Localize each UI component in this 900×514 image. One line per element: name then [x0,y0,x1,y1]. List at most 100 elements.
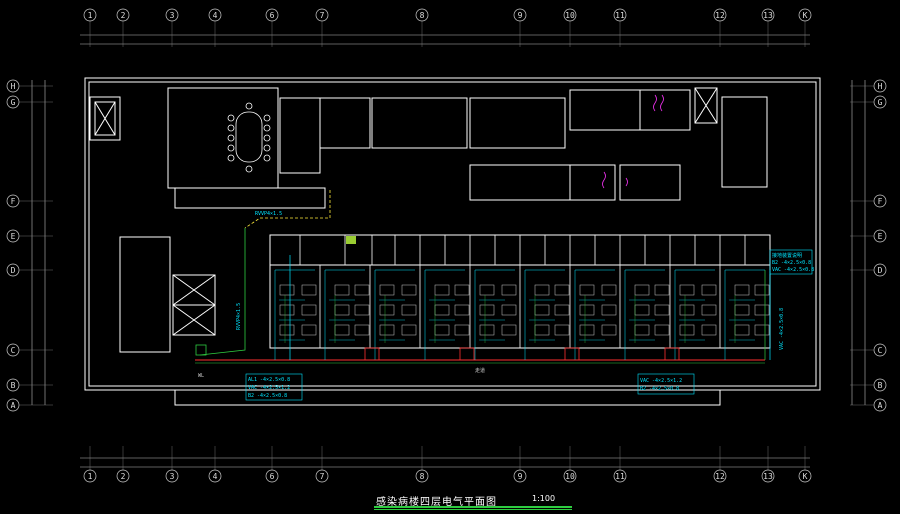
grid-row-bubble: E [6,229,20,243]
ward-partitions [269,235,771,348]
svg-text:K: K [803,472,808,481]
svg-text:E: E [878,232,883,241]
svg-text:H: H [11,82,16,91]
grid-column-bubble: 13 [761,469,775,483]
grid-column-bubble: 12 [713,469,727,483]
right-circuit-box: VAC -4×2.5×1.2 B2 -4×2.5×0.8 [637,373,695,395]
svg-text:C: C [11,346,16,355]
grid-row-bubble: B [873,378,887,392]
svg-text:B: B [11,381,16,390]
right-grid-axis: HG F E D C B A [850,79,887,412]
side-dimension-lines [31,80,866,405]
left-circuit-box: AL1 -4×2.5×0.8 VAC -4×2.5×1.2 B2 -4×2.5×… [245,373,303,401]
svg-text:F: F [11,197,16,206]
svg-text:9: 9 [518,11,523,20]
svg-text:10: 10 [565,11,575,20]
grid-column-bubble: 7 [315,469,329,483]
svg-text:B2 -4×2.5×0.8: B2 -4×2.5×0.8 [640,386,679,392]
svg-text:11: 11 [615,472,625,481]
conference-table [227,102,271,173]
title-underline-thin [374,509,572,510]
ward-beds [279,284,770,336]
svg-text:8: 8 [420,472,425,481]
svg-text:G: G [878,98,883,107]
svg-text:F: F [878,197,883,206]
magenta-fixtures [602,94,664,189]
grid-row-bubble: G [6,95,20,109]
grid-column-bubble: 10 [563,469,577,483]
svg-text:2: 2 [121,11,126,20]
grid-row-bubble: A [6,398,20,412]
svg-text:4: 4 [213,11,218,20]
grid-column-bubble: 11 [613,469,627,483]
grid-row-bubble: A [873,398,887,412]
svg-text:VAC -4×2.5×0.8: VAC -4×2.5×0.8 [772,267,814,273]
grid-column-bubble: 4 [208,469,222,483]
grid-column-bubble: 11 [613,8,627,22]
svg-text:7: 7 [320,11,325,20]
grid-column-bubble: 1 [83,469,97,483]
svg-text:D: D [878,266,883,275]
grid-row-bubble: H [6,79,20,93]
svg-text:C: C [878,346,883,355]
svg-text:7: 7 [320,472,325,481]
grid-row-bubble: F [873,194,887,208]
branch-circuits [274,269,765,360]
top-dimension-lines [80,34,810,468]
svg-text:3: 3 [170,472,175,481]
grid-column-bubble: 4 [208,8,222,22]
svg-text:11: 11 [615,11,625,20]
right-top-circuit-box: 接地装置说明 B2 -4×2.5×0.8 VAC -4×2.5×0.8 [769,249,814,275]
grid-column-bubble: 6 [265,8,279,22]
svg-text:13: 13 [763,11,773,20]
grid-column-bubble: 10 [563,8,577,22]
grid-column-bubble: 7 [315,8,329,22]
riser-left-label: RVVP4×1.5 [236,303,242,330]
svg-text:9: 9 [518,472,523,481]
grid-column-bubble: 3 [165,469,179,483]
grid-column-bubble: 12 [713,8,727,22]
svg-text:VAC -4×2.5×1.2: VAC -4×2.5×1.2 [640,378,682,384]
svg-text:A: A [878,401,883,410]
svg-text:K: K [803,11,808,20]
svg-text:3: 3 [170,11,175,20]
svg-text:B2 -4×2.5×0.8: B2 -4×2.5×0.8 [772,260,811,266]
svg-text:2: 2 [121,472,126,481]
grid-row-bubble: H [873,79,887,93]
grid-row-bubble: F [6,194,20,208]
grid-column-bubble: 2 [116,469,130,483]
grid-row-bubble: E [873,229,887,243]
grid-column-bubble: K [798,469,812,483]
svg-text:VAC -4×2.5×1.2: VAC -4×2.5×1.2 [248,385,290,391]
svg-text:B2 -4×2.5×0.8: B2 -4×2.5×0.8 [248,393,287,399]
title-underline [374,506,572,508]
grid-column-bubble: 3 [165,8,179,22]
svg-text:6: 6 [270,472,275,481]
svg-text:12: 12 [715,472,725,481]
grid-column-bubble: 9 [513,8,527,22]
building-outline [84,77,821,406]
grid-column-bubble: K [798,8,812,22]
svg-text:H: H [878,82,883,91]
grid-row-bubble: D [6,263,20,277]
grid-row-bubble: D [873,263,887,277]
distribution-panels [195,236,680,361]
svg-text:13: 13 [763,472,773,481]
grid-row-bubble: C [6,343,20,357]
svg-text:8: 8 [420,11,425,20]
grid-row-bubble: B [6,378,20,392]
drawing-title: 感染病楼四层电气平面图 [376,497,497,508]
svg-text:B: B [878,381,883,390]
svg-text:4: 4 [213,472,218,481]
svg-text:10: 10 [565,472,575,481]
grid-column-bubble: 8 [415,8,429,22]
svg-text:6: 6 [270,11,275,20]
svg-text:AL1 -4×2.5×0.8: AL1 -4×2.5×0.8 [248,377,290,383]
left-grid-axis: HG F E D C B A [6,79,53,412]
corridor-label: 走道 [475,367,485,374]
svg-text:A: A [11,401,16,410]
grid-column-bubble: 2 [116,8,130,22]
grid-column-bubble: 9 [513,469,527,483]
